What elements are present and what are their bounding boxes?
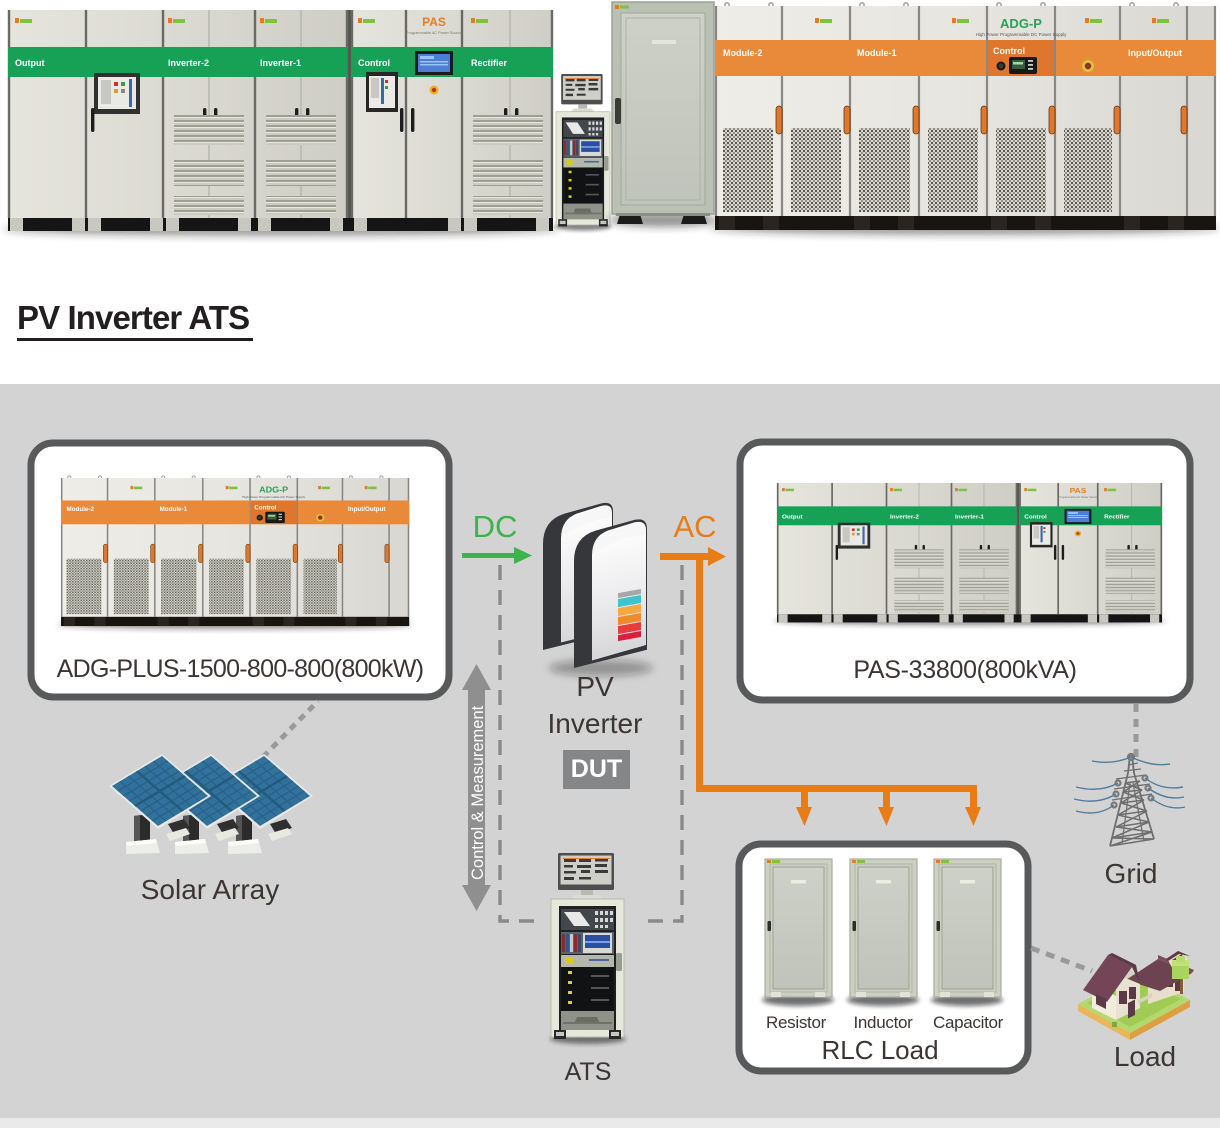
svg-text:Control & Measurement: Control & Measurement [469,705,487,880]
